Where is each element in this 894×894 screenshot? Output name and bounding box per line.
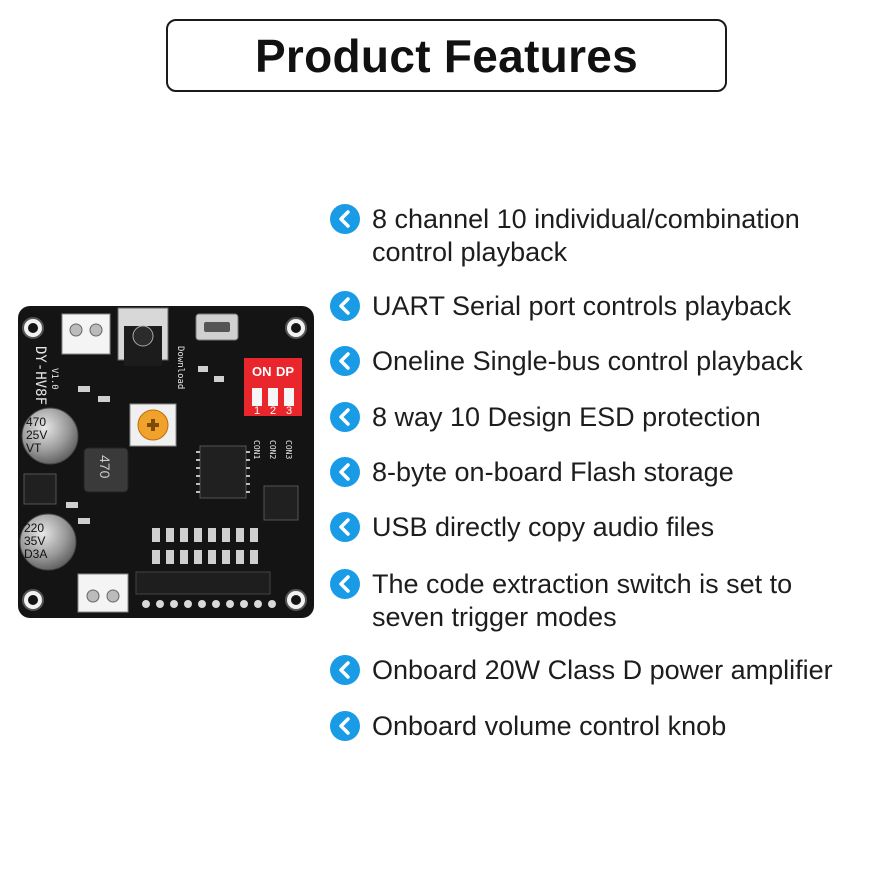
feature-line: USB directly copy audio files [372,512,715,542]
pin-header [135,571,271,595]
feature-line: Onboard 20W Class D power amplifier [372,655,833,685]
feature-item: Onboard volume control knob [330,710,726,743]
feature-item: 8-byte on-board Flash storage [330,456,734,489]
svg-text:25V: 25V [26,428,47,442]
chevron-left-icon [330,655,360,685]
svg-text:1: 1 [254,405,260,417]
svg-text:DP: DP [276,364,294,379]
feature-line: UART Serial port controls playback [372,291,792,321]
svg-text:CON3: CON3 [284,440,293,459]
feature-text: USB directly copy audio files [372,511,714,544]
pcb-board-image: ON DP 1 2 3 DY-HV8F V1.0 Download 470 25… [18,306,314,618]
svg-text:ON: ON [252,364,272,379]
chevron-left-icon [330,204,360,234]
smd-components [66,366,258,564]
inductor [83,447,129,493]
feature-text: Onboard 20W Class D power amplifier [372,654,833,687]
svg-text:V1.0: V1.0 [49,368,59,390]
feature-text: 8-byte on-board Flash storage [372,456,734,489]
svg-text:470: 470 [97,455,113,479]
feature-text: UART Serial port controls playback [372,290,791,323]
svg-text:35V: 35V [24,534,45,548]
chevron-left-icon [330,457,360,487]
svg-text:CON2: CON2 [268,440,277,459]
svg-text:220: 220 [24,521,44,535]
mounting-holes [22,317,307,611]
feature-text: Oneline Single-bus control playback [372,345,803,378]
main-chip [199,445,247,499]
svg-text:D3A: D3A [24,547,47,561]
terminal-top [61,313,111,355]
terminal-bottom [77,573,129,613]
feature-line: control playback [372,237,568,267]
page-title: Product Features [254,29,639,82]
feature-line: seven trigger modes [372,602,617,632]
feature-item: Onboard 20W Class D power amplifier [330,654,833,687]
feature-item: UART Serial port controls playback [330,290,791,323]
chevron-left-icon [330,711,360,741]
feature-text: 8 way 10 Design ESD protection [372,401,761,434]
feature-line: Onboard volume control knob [372,711,727,741]
title-box: Product Features [166,19,727,92]
svg-text:470: 470 [26,415,46,429]
svg-text:3: 3 [286,405,292,417]
regulator-chip [23,473,57,505]
feature-item: Oneline Single-bus control playback [330,345,803,378]
chevron-left-icon [330,512,360,542]
feature-line: Oneline Single-bus control playback [372,346,803,376]
svg-text:CON1: CON1 [252,440,261,459]
chevron-left-icon [330,346,360,376]
feature-text: Onboard volume control knob [372,710,726,743]
amp-chip [263,485,299,521]
feature-item: 8 way 10 Design ESD protection [330,401,761,434]
svg-text:DY-HV8F: DY-HV8F [32,346,48,405]
feature-item: USB directly copy audio files [330,511,714,544]
chevron-left-icon [330,402,360,432]
feature-line: 8 way 10 Design ESD protection [372,402,761,432]
capacitor-1: 470 25V VT [21,407,79,465]
dip-switch [244,358,302,416]
capacitor-2: 220 35V D3A [19,513,77,571]
chevron-left-icon [330,291,360,321]
svg-text:2: 2 [270,405,276,417]
feature-line: 8-byte on-board Flash storage [372,457,734,487]
feature-line: 8 channel 10 individual/combination [372,204,800,234]
feature-line: The code extraction switch is set to [372,569,793,599]
chevron-left-icon [330,569,360,599]
svg-text:Download: Download [175,346,185,389]
svg-text:VT: VT [26,441,42,455]
